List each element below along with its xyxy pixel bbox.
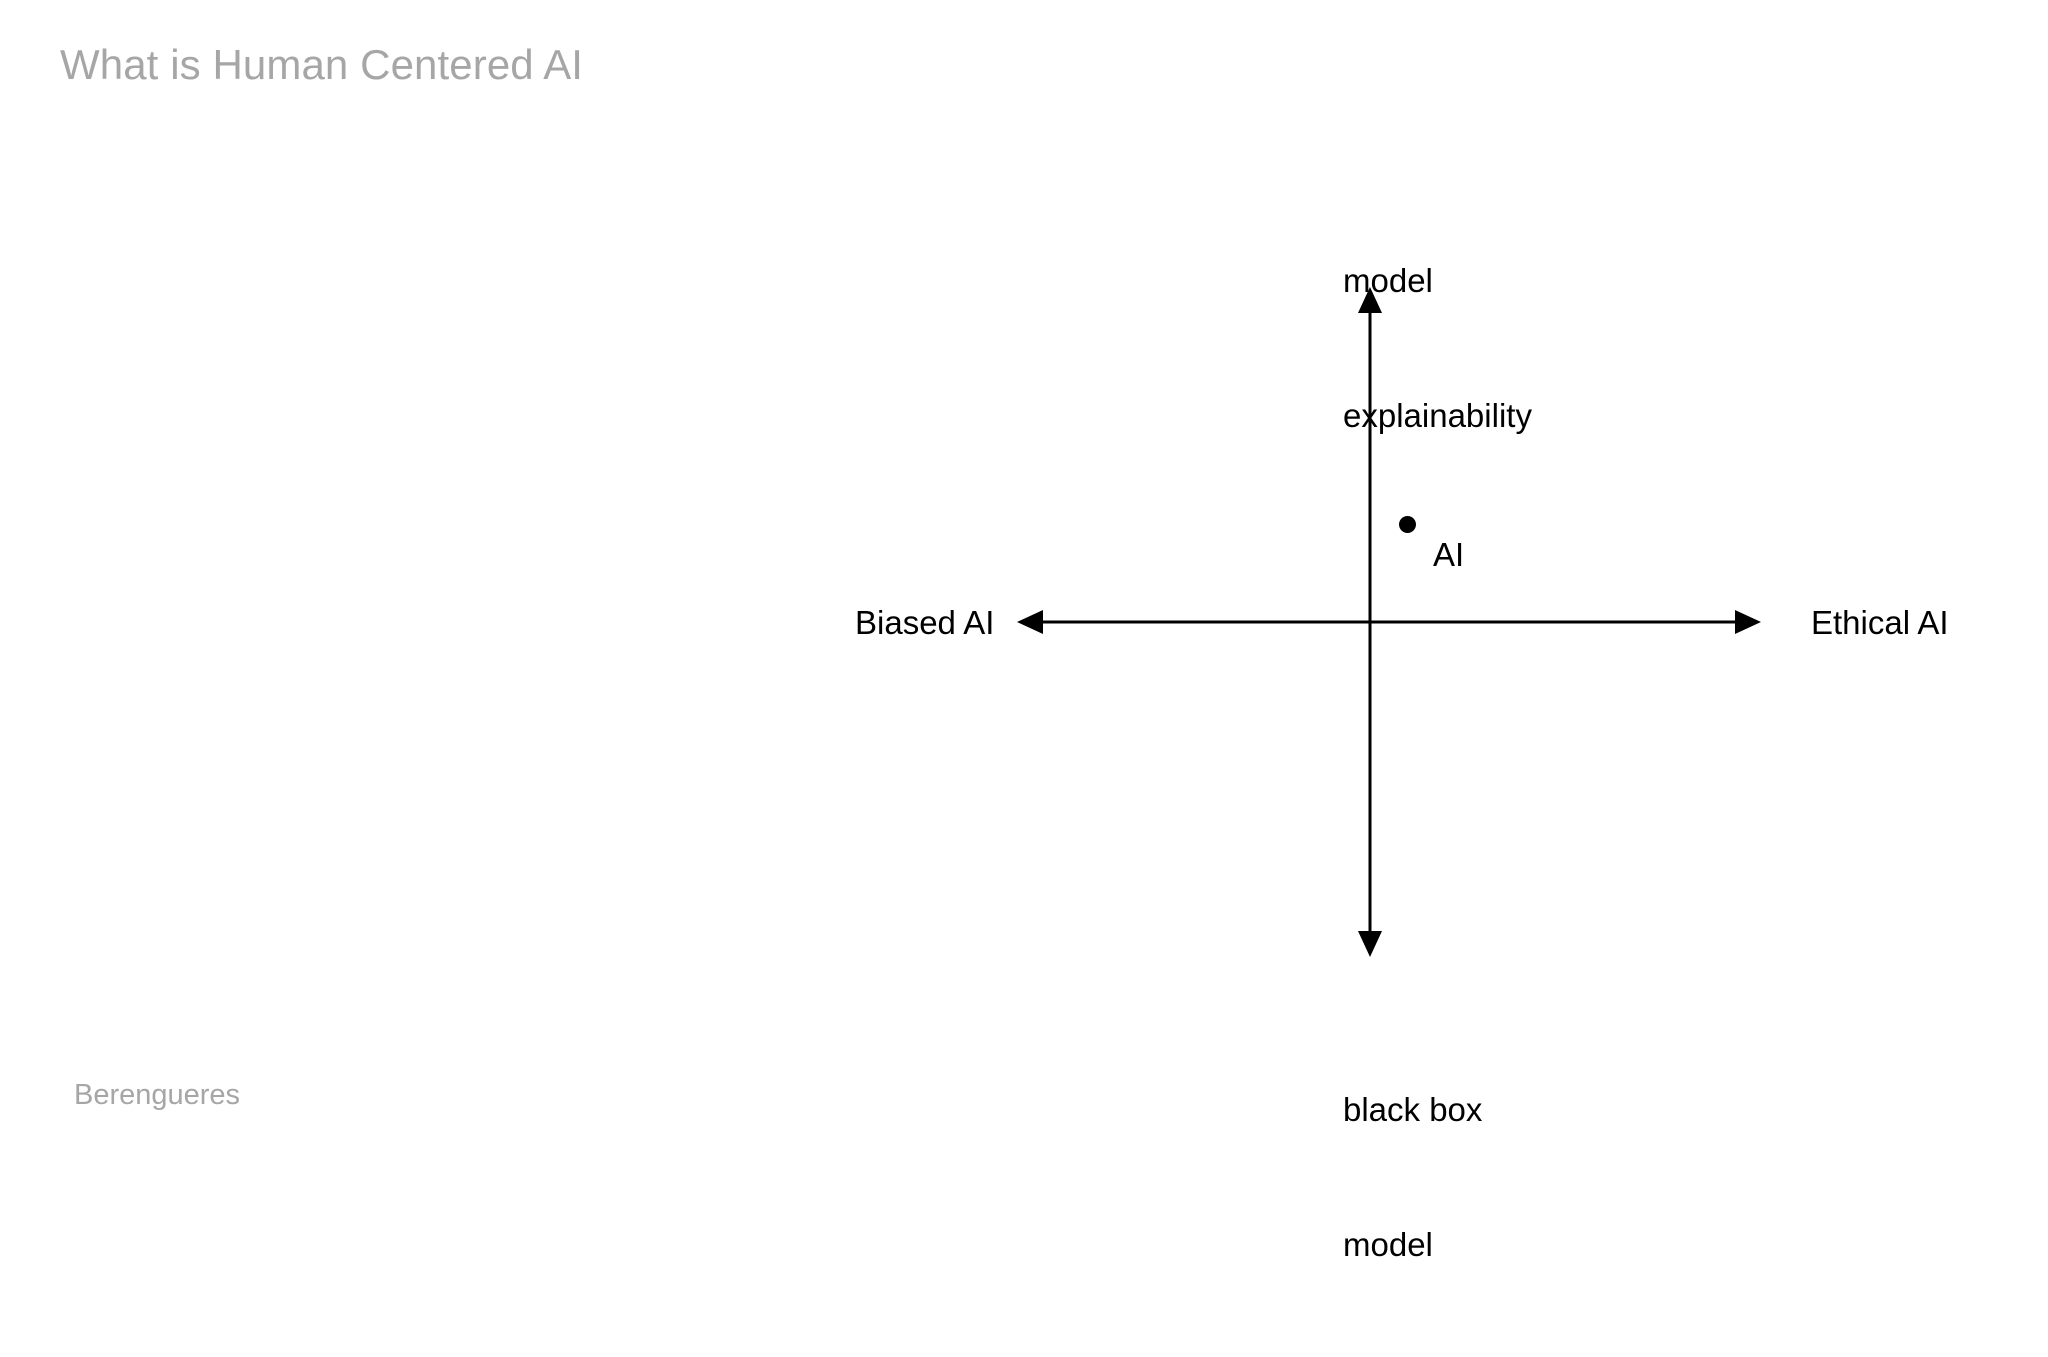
axis-label-x-positive: Ethical AI <box>1811 604 1949 641</box>
quadrant-diagram: model explainability black box model Bia… <box>855 168 1949 1263</box>
axis-label-y-negative: black box model <box>1343 997 1482 1357</box>
axis-label-y-positive: model explainability <box>1343 168 1532 528</box>
axis-label-y-negative-line2: model <box>1343 1226 1433 1263</box>
axis-label-y-negative-line1: black box <box>1343 1091 1483 1128</box>
data-point-label: AI <box>1433 536 1465 573</box>
page-title: What is Human Centered AI <box>60 41 584 88</box>
slide-footer-author: Berengueres <box>74 1079 241 1111</box>
axis-label-y-positive-line1: model <box>1343 262 1433 299</box>
axes-graphic <box>1017 287 1761 957</box>
data-point-marker <box>1399 516 1416 533</box>
arrowhead-down-icon <box>1358 931 1382 957</box>
arrowhead-left-icon <box>1017 610 1043 634</box>
arrowhead-up-icon <box>1358 287 1382 313</box>
arrowhead-right-icon <box>1735 610 1761 634</box>
axis-label-y-positive-line2: explainability <box>1343 397 1532 434</box>
slide-canvas: What is Human Centered AI model explaina… <box>60 41 1949 1263</box>
axis-label-x-negative: Biased AI <box>855 604 995 641</box>
